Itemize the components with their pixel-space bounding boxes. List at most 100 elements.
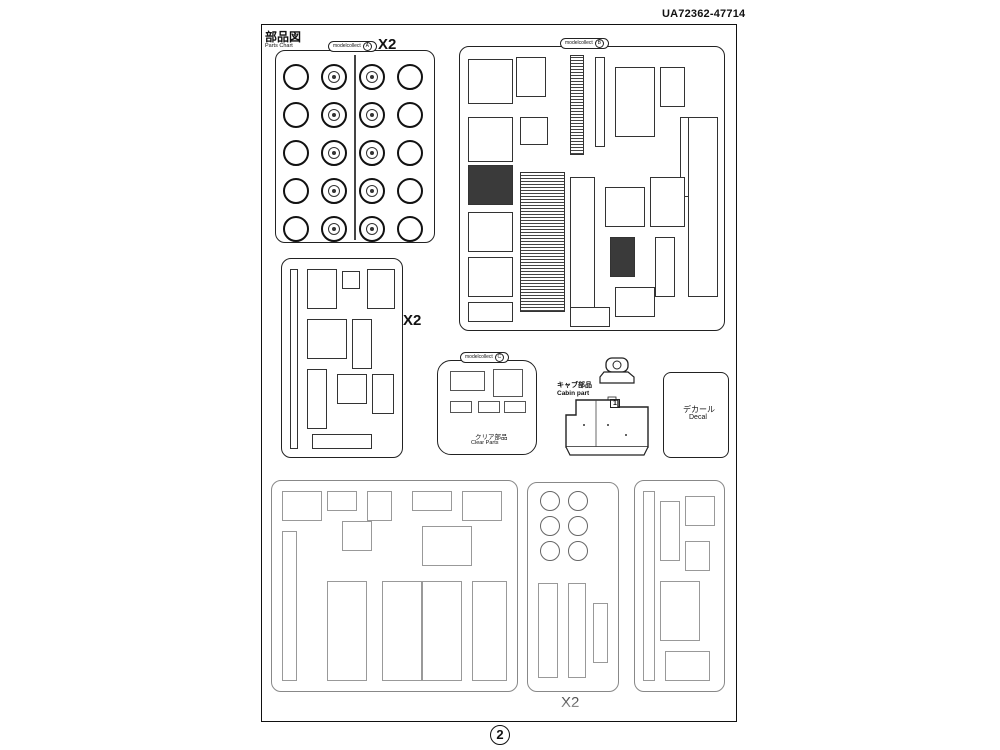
wheel-part	[283, 140, 309, 166]
sprue-count-b: X2	[403, 312, 422, 329]
body-part	[615, 67, 655, 137]
wheel-part	[359, 216, 385, 242]
chassis-part	[342, 521, 372, 551]
chassis-part	[472, 581, 507, 681]
frame-sprue	[634, 480, 725, 692]
body-part	[650, 177, 685, 227]
sprue-letter-icon: B	[594, 39, 604, 48]
body-part	[595, 57, 605, 147]
body-part	[655, 237, 675, 297]
detail-part	[372, 374, 394, 414]
detail-part	[290, 269, 298, 449]
body-part	[570, 177, 595, 317]
small-sprue-part	[538, 583, 558, 678]
bottom-fade	[262, 700, 736, 721]
detail-part	[312, 434, 372, 449]
sprue-letter-icon: C	[494, 353, 504, 362]
detail-part	[307, 369, 327, 429]
detail-sprue	[281, 258, 403, 458]
detail-part	[367, 269, 395, 309]
chassis-part	[327, 581, 367, 681]
wheel-part	[321, 216, 347, 242]
decal-sheet	[663, 372, 729, 458]
sprue-count-a: X2	[378, 36, 397, 53]
small-wheel-part	[568, 541, 588, 561]
wheel-part	[359, 178, 385, 204]
chassis-part	[367, 491, 392, 521]
body-part	[605, 187, 645, 227]
body-part	[468, 212, 513, 252]
brand-tag-text: modelcollect	[465, 354, 493, 360]
wheel-part	[321, 178, 347, 204]
clear-parts-label-en: Clear Parts	[471, 440, 499, 446]
body-part	[468, 257, 513, 297]
detail-part	[352, 319, 372, 369]
wheel-part	[283, 178, 309, 204]
body-part	[570, 55, 584, 155]
body-part	[610, 237, 635, 277]
wheel-part	[359, 64, 385, 90]
body-part	[520, 172, 565, 312]
cabin-part-label-en: Cabin part	[557, 390, 590, 397]
wheel-part	[283, 216, 309, 242]
frame-part	[643, 491, 655, 681]
chassis-part	[327, 491, 357, 511]
cabin-part-drawing	[565, 357, 649, 456]
chassis-part	[422, 581, 462, 681]
wheel-part	[397, 102, 423, 128]
chassis-part	[282, 531, 297, 681]
wheel-sprue	[275, 50, 435, 243]
clear-part	[450, 371, 485, 391]
wheel-part	[283, 102, 309, 128]
body-part	[660, 67, 685, 107]
frame-part	[685, 541, 710, 571]
body-part	[516, 57, 546, 97]
body-part	[468, 59, 513, 104]
body-part	[688, 117, 718, 297]
product-code: UA72362-47714	[662, 8, 746, 20]
page-number: 2	[490, 725, 510, 745]
chassis-part	[412, 491, 452, 511]
body-part	[615, 287, 655, 317]
cabin-part-label-jp: キャブ部品	[557, 382, 592, 389]
decal-label-en: Decal	[689, 414, 707, 421]
small-wheel-part	[568, 516, 588, 536]
clear-parts-label-jp: クリア部品	[475, 434, 508, 441]
body-part	[570, 307, 610, 327]
small-wheel-part	[540, 491, 560, 511]
clear-part	[504, 401, 526, 413]
body-part	[468, 165, 513, 205]
wheel-part	[359, 102, 385, 128]
detail-part	[307, 319, 347, 359]
small-sprue-part	[568, 583, 586, 678]
body-sprue	[459, 46, 725, 331]
decal-label-jp: デカール	[683, 405, 715, 414]
frame-part	[660, 581, 700, 641]
frame-part	[685, 496, 715, 526]
wheel-part	[283, 64, 309, 90]
detail-part	[307, 269, 337, 309]
chassis-part	[382, 581, 422, 681]
title-english: Parts Chart	[265, 43, 293, 49]
clear-part	[493, 369, 523, 397]
chassis-part	[462, 491, 502, 521]
frame-part	[660, 501, 680, 561]
title-japanese: 部品図	[265, 30, 302, 44]
detail-part	[337, 374, 367, 404]
detail-part	[342, 271, 360, 289]
wheel-part	[321, 64, 347, 90]
small-wheel-sprue	[527, 482, 619, 692]
chassis-sprue	[271, 480, 518, 692]
clear-part	[478, 401, 500, 413]
wheel-part	[397, 140, 423, 166]
parts-chart-frame	[261, 24, 737, 722]
small-sprue-part	[593, 603, 608, 663]
wheel-part	[321, 102, 347, 128]
small-wheel-part	[568, 491, 588, 511]
clear-parts-sprue	[437, 360, 537, 455]
cabin-part-index: 1	[610, 399, 620, 408]
body-part	[520, 117, 548, 145]
